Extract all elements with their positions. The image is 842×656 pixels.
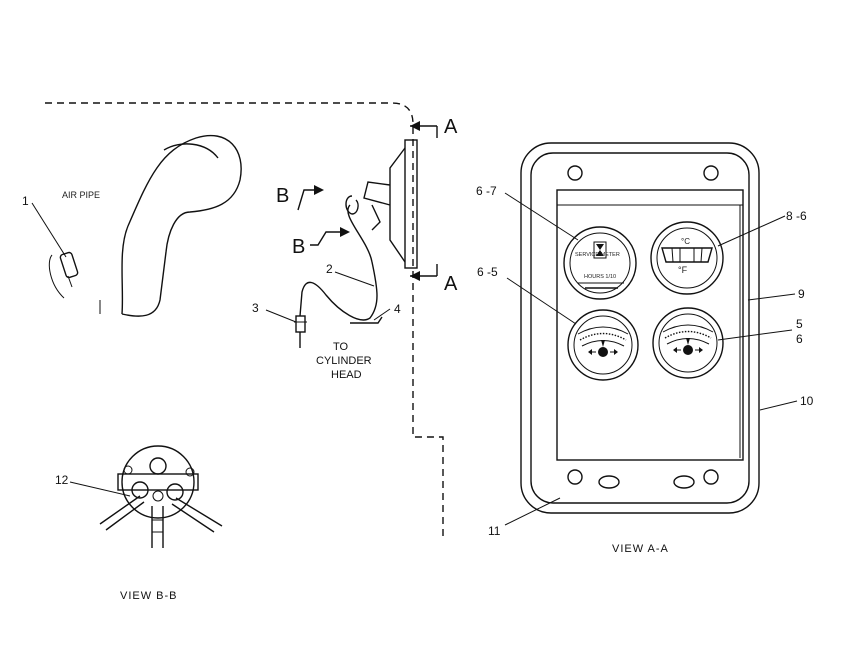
- clip-bracket: [345, 195, 359, 215]
- engine-outline-dashed: [45, 102, 444, 540]
- section-b-top-label: B: [276, 185, 289, 207]
- temp-f-label: °F: [678, 265, 688, 275]
- air-pipe-housing: [48, 134, 242, 317]
- head-label: HEAD: [331, 369, 362, 381]
- leader-line-4: [373, 308, 391, 321]
- hour-meter-text-bottom: HOURS 1/10: [584, 274, 616, 280]
- callout-3: 3: [252, 301, 259, 315]
- sensor-bulb-3: [294, 315, 307, 348]
- water-temp-gauge: [650, 221, 724, 295]
- section-b-bottom-arrow: [310, 231, 344, 246]
- hour-meter-gauge: [563, 226, 637, 300]
- mounting-hole: [567, 469, 583, 485]
- callout-11: 11: [488, 524, 501, 538]
- leader-line-1: [31, 202, 67, 258]
- callout-9: 9: [798, 287, 805, 301]
- callout-5: 5: [796, 317, 803, 331]
- mounting-hole: [703, 165, 719, 181]
- section-b-top-arrow: [297, 189, 318, 211]
- panel-side-view: [363, 139, 418, 269]
- capillary-tube: [299, 204, 378, 321]
- panel-gasket-outer: [520, 142, 760, 514]
- leader-line-12: [69, 481, 131, 497]
- cylinder-label: CYLINDER: [316, 355, 372, 367]
- callout-4: 4: [394, 302, 401, 316]
- callout-1: 1: [22, 194, 29, 208]
- leader-line-11: [504, 497, 561, 526]
- leader-line-10: [759, 400, 798, 411]
- callout-12: 12: [55, 473, 69, 487]
- leader-line-3: [265, 309, 297, 323]
- panel-slot: [673, 475, 695, 489]
- callout-6-7: 6 -7: [476, 184, 497, 198]
- to-label: TO: [333, 341, 349, 353]
- callout-6-5: 6 -5: [477, 265, 498, 279]
- leader-line-9: [747, 293, 796, 301]
- temperature-sender-1: [59, 251, 79, 288]
- temp-c-label: °C: [681, 237, 690, 246]
- mounting-hole: [567, 165, 583, 181]
- right-lower-gauge: [652, 307, 724, 379]
- leader-line-6-5: [506, 277, 577, 325]
- section-a-top-label: A: [444, 116, 458, 138]
- mounting-hole: [703, 469, 719, 485]
- callout-6: 6: [796, 332, 803, 346]
- callout-8-6: 8 -6: [786, 209, 807, 223]
- leader-line-5-6: [717, 329, 793, 341]
- clip-4: [350, 316, 383, 324]
- section-b-bottom-arrowhead: [340, 227, 350, 237]
- view-b-b-connector: [99, 445, 223, 548]
- section-b-bottom-label: B: [292, 236, 305, 258]
- panel-slot: [598, 475, 620, 489]
- left-lower-gauge: [567, 309, 639, 381]
- view-b-b-caption: VIEW B-B: [120, 590, 178, 602]
- leader-line-6-7: [504, 192, 579, 241]
- callout-10: 10: [800, 394, 814, 408]
- panel-recess: [556, 189, 744, 461]
- leader-line-8-6: [717, 215, 786, 247]
- section-b-top-arrowhead: [314, 185, 324, 195]
- view-a-a-caption: VIEW A-A: [612, 543, 669, 555]
- panel-plate: [530, 152, 750, 504]
- section-a-top-arrowhead: [410, 121, 420, 131]
- air-pipe-label: AIR PIPE: [62, 190, 100, 200]
- section-a-bottom-label: A: [444, 273, 458, 295]
- hour-meter-text-top: SERVICE METER: [575, 252, 620, 258]
- section-a-bottom-arrowhead: [410, 271, 420, 281]
- instrument-panel: SERVICE METER HOURS 1/10 °C °F: [520, 142, 760, 514]
- leader-line-2: [334, 271, 375, 287]
- callout-2: 2: [326, 262, 333, 276]
